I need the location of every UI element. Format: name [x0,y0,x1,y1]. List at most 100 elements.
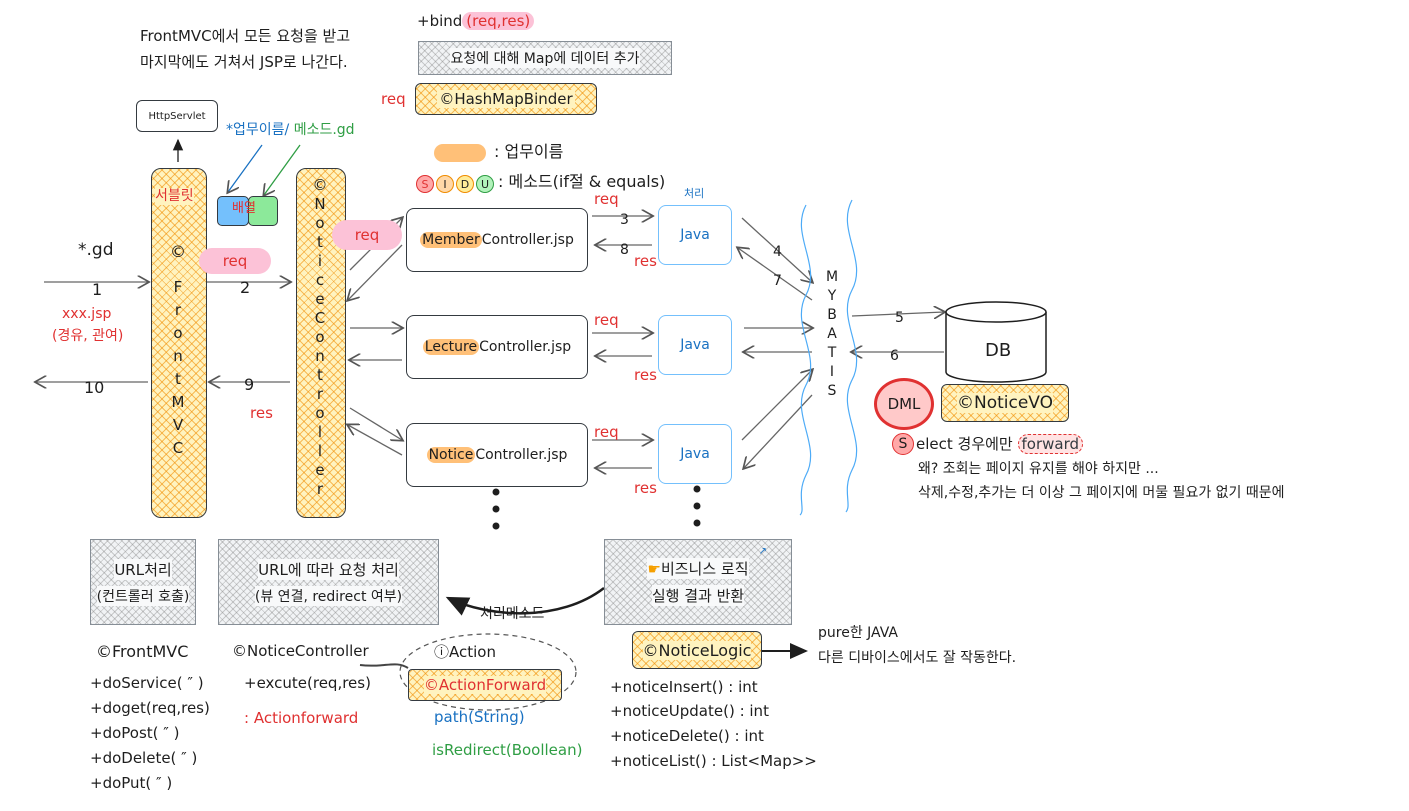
member-controller-prefix: Member [420,232,482,248]
business-logic-line2: 실행 결과 반환 [651,585,745,606]
action-forward-box: ©ActionForward [408,669,562,701]
naming-note: *업무이름/ 메소드.gd [226,122,355,139]
notice-controller-letter: r [316,480,324,498]
notice-vo-text: ©NoticeVO [956,393,1054,413]
notice-controller-letter: e [315,461,325,479]
front-mvc-method: +doPost( ″ ) [90,724,180,742]
naming-note-part2: 메소드.gd [293,122,355,138]
select-note-line3: 삭제,수정,추가는 더 이상 그 페이지에 머물 필요가 없기 때문에 [918,485,1285,501]
legend-u: U [480,177,490,191]
front-mvc-top-label: 서블릿 [155,188,194,205]
notice-controller-letter: o [315,328,325,346]
top-note-line1: FrontMVC에서 모든 요청을 받고 [140,27,351,45]
dml-circle: DML [874,378,934,430]
mybatis-letter: B [827,307,837,323]
http-servlet-text: HttpServlet [148,110,206,122]
via-label: (경유, 관여) [52,328,124,344]
flow-n9: 9 [244,375,255,394]
mybatis-letters: M Y B A T I S [822,268,842,401]
notice-controller-letter: t [317,366,323,384]
flow-n7: 7 [773,273,782,289]
java-label-notice: Java [680,446,710,462]
notice-controller-letter: e [315,290,325,308]
flow-n1: 1 [92,280,103,299]
flow-n3: 3 [620,212,629,228]
notice-controller-letter: i [317,252,323,270]
notice-controller-method: +excute(req,res) [244,674,371,692]
flow-res-member: res [634,252,657,270]
front-mvc-letter: o [173,324,183,342]
flow-res-lecture: res [634,366,657,384]
front-mvc-method: +doget(req,res) [90,699,210,717]
url-request-box: URL에 따라 요청 처리 (뷰 연결, redirect 여부) [218,539,439,625]
req-left: req [222,252,248,270]
color-box-green [248,196,278,226]
front-mvc-letter: t [175,370,181,388]
mybatis-letter: I [829,364,835,380]
java-label-member: Java [680,227,710,243]
front-mvc-method: +doService( ″ ) [90,674,204,692]
front-mvc-letter: n [173,347,183,365]
java-box-notice[interactable]: Java [658,424,732,484]
legend-i-bubble: I [436,175,454,193]
legend-d: D [460,177,470,191]
notice-controller-letter: o [315,404,325,422]
java-box-lecture[interactable]: Java [658,315,732,375]
front-mvc-method: +doPut( ″ ) [90,774,173,792]
front-mvc-letters: F r o n t M V C [168,276,188,460]
flow-req-notice: req [594,423,619,441]
select-s-bubble: S [892,433,914,455]
process-method-label: 처리메소드 [480,606,545,622]
front-mvc-copyright: © [170,242,186,261]
legend-orange-swatch [434,144,486,162]
mybatis-letter: S [827,383,837,399]
notice-logic-method: +noticeUpdate() : int [610,702,769,720]
notice-vo-box: ©NoticeVO [941,384,1069,422]
bind-args: (req,res) [462,12,535,30]
front-mvc-method: +doDelete( ″ ) [90,749,198,767]
select-note-text1: elect 경우에만 [916,435,1018,453]
legend-d-bubble: D [456,175,474,193]
notice-controller-letter: N [314,195,326,213]
bind-label: +bind(req,res) [417,12,535,30]
notice-controller-suffix: Controller.jsp [475,447,568,463]
mybatis-letter: M [825,269,839,285]
legend-u-bubble: U [476,175,494,193]
hashmap-req-label: req [381,90,406,108]
gd-label: *.gd [78,240,114,260]
hashmap-binder-box: ©HashMapBinder [415,83,597,115]
select-s: S [898,436,908,452]
notice-controller-letter: C [314,309,326,327]
notice-logic-method: +noticeDelete() : int [610,727,764,745]
front-mvc-letter: r [174,301,182,319]
xxx-jsp-label: xxx.jsp [62,306,112,322]
notice-controller-letter: n [315,347,325,365]
color-box-label: 배열 [232,201,256,216]
flow-n10: 10 [84,378,105,397]
business-logic-title: 비즈니스 로직 [660,560,749,578]
notice-controller-letter: © [312,176,328,194]
url-request-line1: URL에 따라 요청 처리 [258,558,399,580]
select-note-line1: elect 경우에만 forward [916,434,1084,454]
process-label: 처리 [684,187,705,200]
map-note-box: 요청에 대해 Map에 데이터 추가 [418,41,672,75]
legend-sidu-desc: : 메소드(if절 & equals) [498,172,666,191]
action-redirect: isRedirect(Boollean) [432,741,583,759]
lecture-controller-suffix: Controller.jsp [479,339,572,355]
front-mvc-class-name: ©FrontMVC [96,642,189,661]
java-box-member[interactable]: Java [658,205,732,265]
front-mvc-letter: V [172,416,184,434]
external-link-icon[interactable]: ↗ [758,546,767,557]
notice-controller-return: : Actionforward [244,709,359,727]
notice-controller-letter: r [316,385,324,403]
http-servlet-box: HttpServlet [136,100,218,132]
legend-orange-desc: : 업무이름 [494,142,564,161]
notice-controller-letter: o [315,214,325,232]
